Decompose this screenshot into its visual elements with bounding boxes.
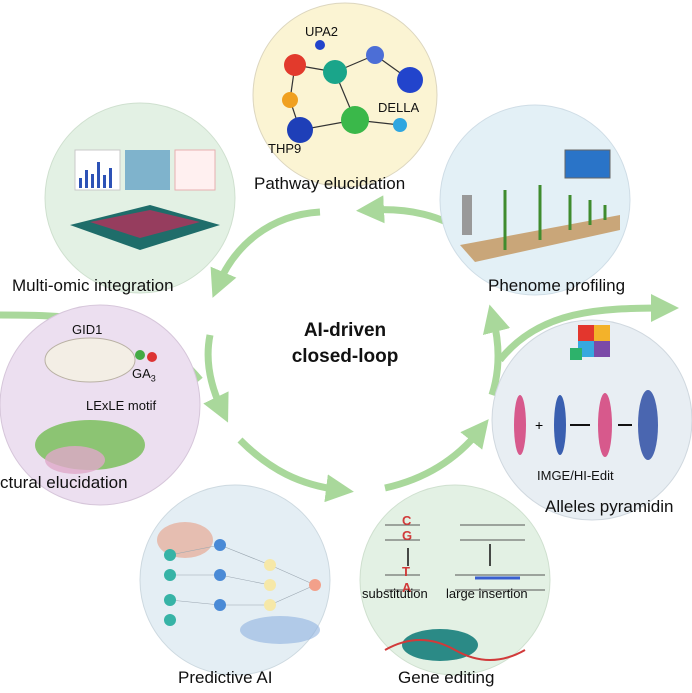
chromosome-icon xyxy=(514,390,658,460)
gene-editing-label: Gene editing xyxy=(398,668,495,687)
ligand-label: GA3 xyxy=(132,366,156,384)
molecule-atom xyxy=(284,54,306,76)
base-g: G xyxy=(402,528,413,543)
base-t: T xyxy=(402,564,410,579)
omics-data-panels xyxy=(70,149,220,250)
pathway-label: Pathway elucidation xyxy=(254,174,406,193)
base-c: C xyxy=(402,513,412,528)
base-a: A xyxy=(402,580,412,595)
tool-label: IMGE/HI-Edit xyxy=(537,468,614,483)
insertion-label: large insertion xyxy=(446,586,528,601)
molecule-label-thp9: THP9 xyxy=(268,141,302,156)
svg-text:+: + xyxy=(535,417,543,433)
phenome-label: Phenome profiling xyxy=(488,276,626,295)
molecule-label-upa2: UPA2 xyxy=(305,24,338,39)
substitution-label: substitution xyxy=(362,586,428,601)
gene-editing-node xyxy=(359,484,551,676)
multiomic-label: Multi-omic integration xyxy=(12,276,174,295)
center-title-line2: closed-loop xyxy=(291,346,399,367)
molecule-atom xyxy=(323,60,347,84)
molecule-atom xyxy=(315,40,325,50)
gene-editing-illustration xyxy=(384,524,545,661)
protein-label-gid1: GID1 xyxy=(72,322,103,337)
center-title-line1: AI-driven xyxy=(303,320,387,341)
loop-arc-bottom-left xyxy=(237,437,354,503)
alleles-label: Alleles pyramidin xyxy=(545,497,674,516)
motif-label: LExLE motif xyxy=(86,398,157,413)
protein-structure-icon xyxy=(35,337,157,474)
loop-arc-left xyxy=(203,334,229,423)
molecule-atom xyxy=(341,106,369,134)
predictive-label: Predictive AI xyxy=(178,668,273,687)
molecule-label-della: DELLA xyxy=(378,100,420,115)
phenome-scene xyxy=(460,149,620,262)
alleles-illustration: + xyxy=(514,325,658,460)
structural-label: ctural elucidation xyxy=(0,473,128,492)
puzzle-icon xyxy=(570,325,610,360)
loop-arc-right xyxy=(482,304,511,397)
neural-network-icon xyxy=(157,522,321,644)
alleles-node xyxy=(491,319,692,521)
molecule-atom xyxy=(366,46,384,64)
loop-arc-bottom-right xyxy=(384,419,489,492)
loop-arc-top-left xyxy=(210,208,321,298)
molecule-atom xyxy=(393,118,407,132)
molecule-atom xyxy=(282,92,298,108)
outgoing-flow-line xyxy=(497,294,679,363)
molecule-atom xyxy=(397,67,423,93)
center-title: AI-driven closed-loop xyxy=(260,318,430,370)
molecule-network-icon xyxy=(282,40,423,143)
molecule-atom xyxy=(287,117,313,143)
multiomic-node xyxy=(44,102,236,294)
